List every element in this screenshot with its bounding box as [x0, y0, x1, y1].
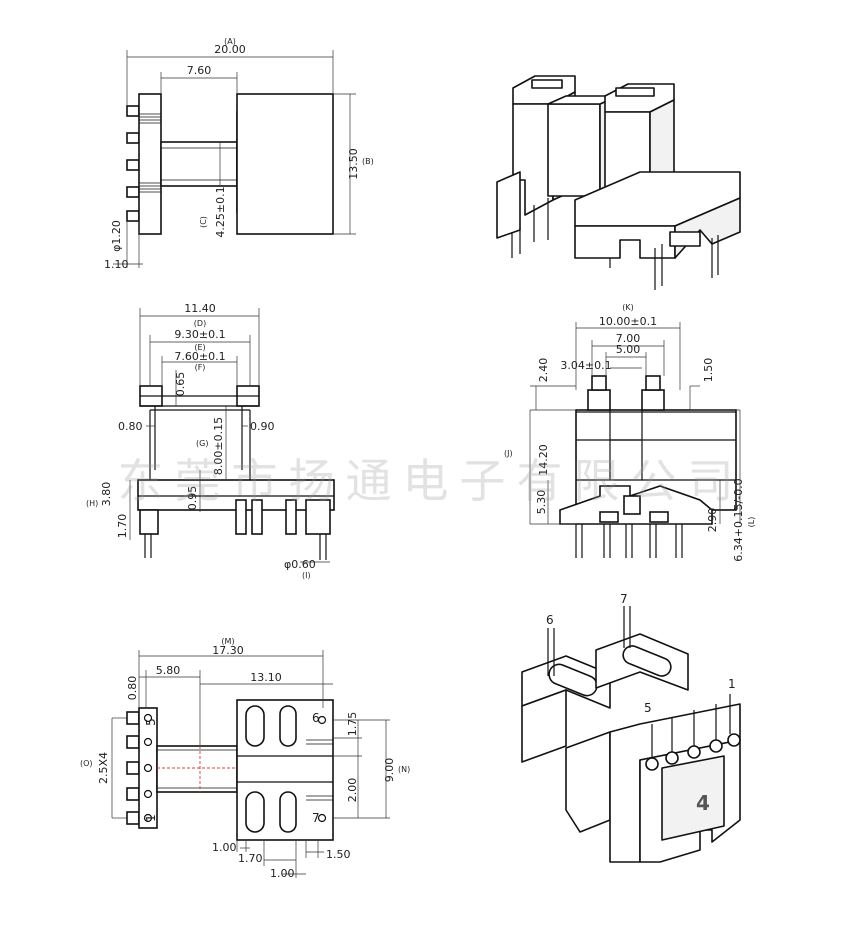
pin-1-label: 1 [144, 814, 158, 822]
label-d: (D) [194, 319, 206, 328]
dim-height: 13.50 [347, 148, 360, 180]
iso-pin-1: 1 [728, 677, 736, 691]
label-h: (H) [86, 499, 98, 508]
dim-150-b: 1.50 [326, 848, 351, 861]
dim-center: 4.25±0.1 [214, 186, 227, 237]
front-view: 11.40 (D) 9.30±0.1 (E) 7.60±0.1 (F) 0.65… [86, 302, 335, 580]
dim-width: 20.00 [214, 43, 246, 56]
top-view: (A) 20.00 7.60 13.50 (B) 4.25±0.1 (C) φ1… [104, 37, 374, 271]
label-m: (M) [221, 637, 234, 646]
dim-100-b: 1.00 [270, 867, 295, 880]
dim-530: 5.30 [535, 490, 548, 515]
dim-pitch: 2.5X4 [97, 752, 110, 784]
pin-6-label: 6 [312, 711, 320, 725]
dim-170-b: 1.70 [238, 852, 263, 865]
dim-080: 0.80 [118, 420, 143, 433]
label-o: (O) [80, 759, 93, 768]
dim-240: 2.40 [537, 358, 550, 383]
dim-w304: 3.04±0.1 [560, 359, 611, 372]
iso-pin-5: 5 [644, 701, 652, 715]
pin-5-label: 5 [144, 718, 158, 726]
label-g: (G) [196, 439, 208, 448]
dim-380: 3.80 [100, 482, 113, 507]
dim-pin-dia: φ1.20 [110, 220, 123, 252]
side-view: (K) 10.00±0.1 7.00 5.00 3.04±0.1 2.40 1.… [504, 303, 756, 562]
dim-w700: 7.00 [616, 332, 641, 345]
dim-090: 0.90 [250, 420, 275, 433]
dim-175: 1.75 [346, 712, 359, 737]
dim-1420: 14.20 [537, 444, 550, 476]
label-b: (B) [362, 157, 374, 166]
iso-mark: 4 [696, 791, 710, 815]
label-i: (I) [302, 571, 311, 580]
pin-7-label: 7 [312, 811, 320, 825]
dim-1730: 17.30 [212, 644, 244, 657]
dim-w500: 5.00 [616, 343, 641, 356]
dim-095: 0.95 [186, 486, 199, 511]
dim-w93: 9.30±0.1 [174, 328, 225, 341]
label-f: (F) [195, 363, 206, 372]
iso-view-bottom: 6 7 5 1 4 [521, 592, 741, 863]
dim-1310: 13.10 [250, 671, 282, 684]
label-n: (N) [398, 765, 410, 774]
dim-pin-dia-f: φ0.60 [284, 558, 316, 571]
dim-065: 0.65 [174, 372, 187, 397]
label-j: (J) [504, 449, 513, 458]
iso-pin-6: 6 [546, 613, 554, 627]
label-c: (C) [199, 216, 208, 228]
dim-200: 2.00 [346, 778, 359, 803]
label-l: (L) [747, 517, 756, 528]
bottom-view: 5 6 1 7 (M) 17.30 5.80 13.10 0.80 (O) 2.… [80, 637, 410, 880]
dim-pin-off: 1.10 [104, 258, 129, 271]
dim-080-b: 0.80 [126, 676, 139, 701]
label-a: (A) [224, 37, 236, 46]
iso-pin-7: 7 [620, 592, 628, 606]
dim-w76: 7.60±0.1 [174, 350, 225, 363]
dim-150: 1.50 [702, 358, 715, 383]
dim-170: 1.70 [116, 514, 129, 539]
label-e: (E) [194, 343, 205, 352]
dim-w1000: 10.00±0.1 [599, 315, 657, 328]
iso-view-top [496, 75, 741, 290]
dim-634: 6.34+0.15/-0.0 [732, 478, 745, 561]
label-k: (K) [622, 303, 634, 312]
dim-290: 2.90 [706, 508, 719, 533]
dim-900: 9.00 [383, 758, 396, 783]
dim-inner: 7.60 [187, 64, 212, 77]
dim-100-a: 1.00 [212, 841, 237, 854]
dim-overall: 11.40 [184, 302, 216, 315]
dim-800: 8.00±0.15 [212, 417, 225, 475]
dim-580: 5.80 [156, 664, 181, 677]
